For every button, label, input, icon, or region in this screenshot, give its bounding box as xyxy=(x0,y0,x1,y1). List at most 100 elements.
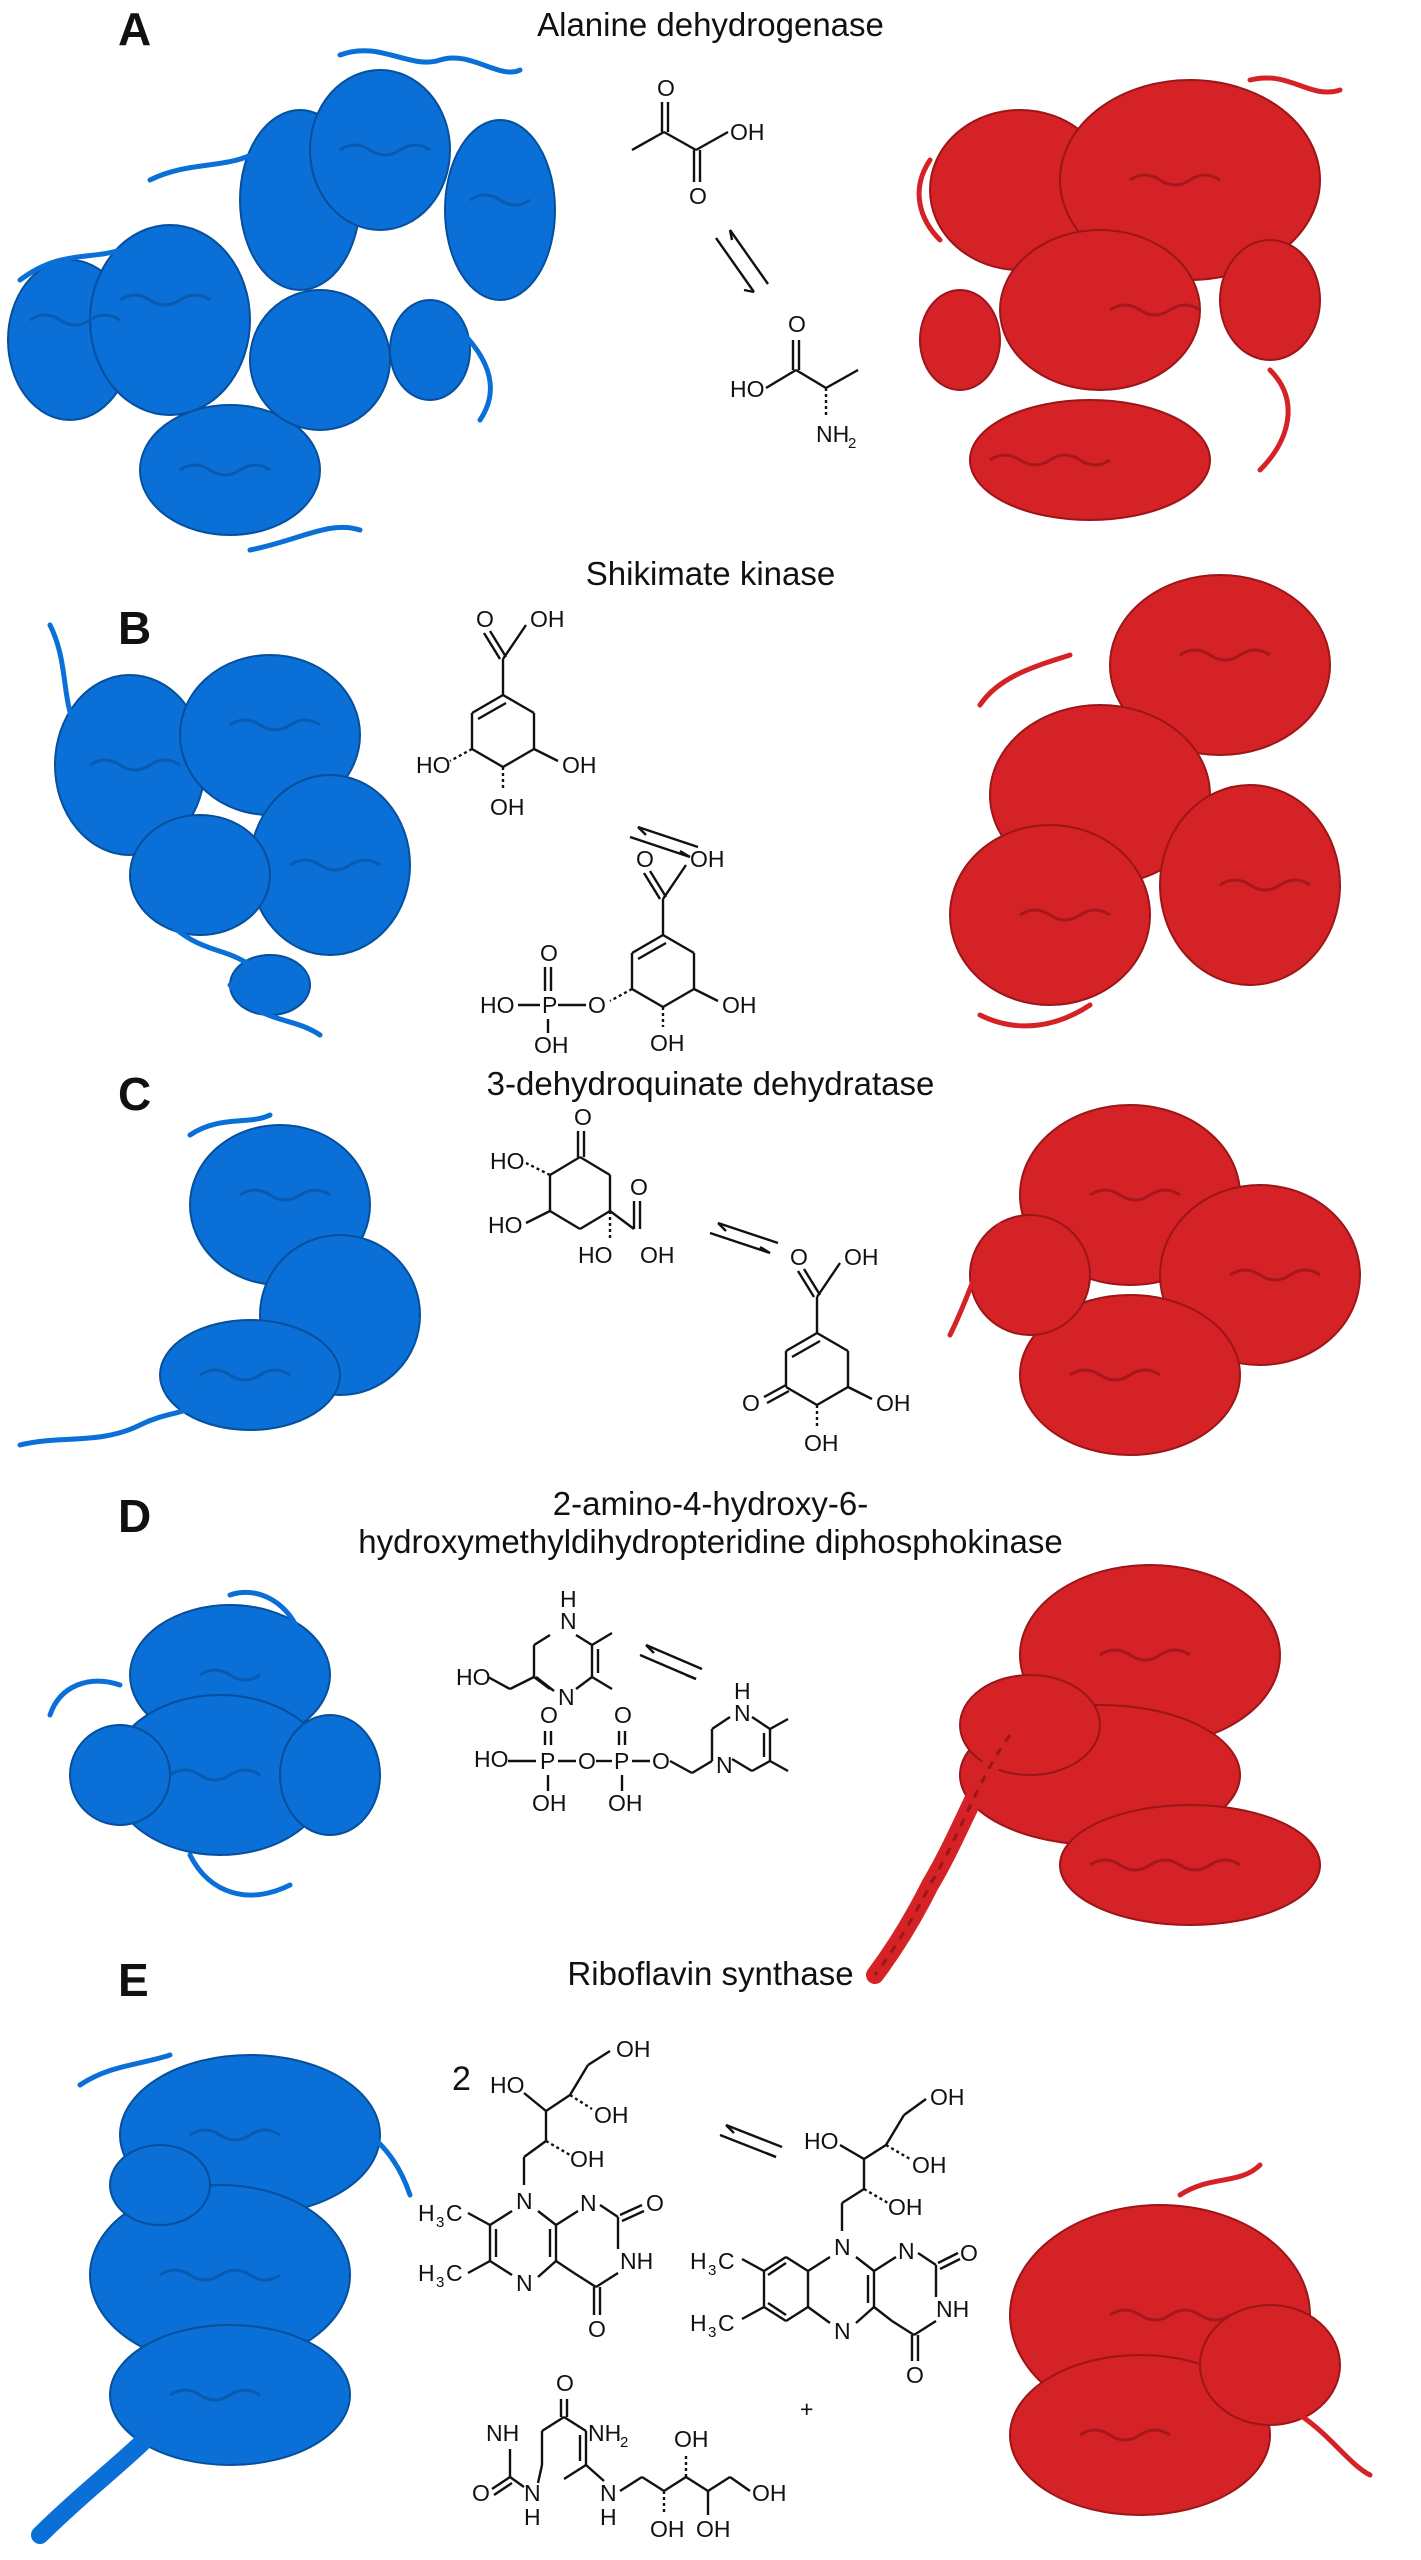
atom-label: OH xyxy=(722,992,757,1018)
atom-label: HO xyxy=(490,1148,525,1174)
panel-b: B Shikimate kinase O OH xyxy=(0,555,1421,1065)
atom-label: HO xyxy=(480,992,515,1018)
atom-label: O xyxy=(906,2362,924,2388)
atom-label: O xyxy=(646,2190,664,2216)
protein-structure-blue xyxy=(47,1589,381,1898)
atom-label: N xyxy=(524,2480,541,2506)
panel-d: D 2-amino-4-hydroxy-6- hydroxymethyldihy… xyxy=(0,1485,1421,1984)
protein-structure-red xyxy=(916,75,1343,521)
panel-a: A Alanine dehydrogenase xyxy=(0,0,1421,560)
atom-label: H xyxy=(418,2260,435,2286)
atom-label: O xyxy=(636,846,654,872)
panel-letter: A xyxy=(118,3,152,55)
atom-label: OH xyxy=(690,846,725,872)
atom-label: N xyxy=(516,2188,533,2214)
panel-title-text: Shikimate kinase xyxy=(585,555,836,592)
atom-label: OH xyxy=(888,2194,923,2220)
atom-label: C xyxy=(718,2248,735,2274)
atom-label: NH xyxy=(486,2420,519,2446)
atom-label: N xyxy=(516,2270,533,2296)
reaction-scheme-a: O O OH O HO NH 2 xyxy=(631,75,859,452)
atom-label: 2 xyxy=(848,435,856,452)
atom-label: OH xyxy=(534,1032,569,1058)
atom-label: H xyxy=(524,2504,541,2530)
atom-label: O xyxy=(689,183,707,209)
atom-label: O xyxy=(588,992,606,1018)
panel-title-line2: hydroxymethyldihydropteridine diphosphok… xyxy=(358,1523,1063,1560)
protein-structure-red xyxy=(947,1104,1361,1456)
atom-label: OH xyxy=(608,1790,643,1816)
atom-label: HO xyxy=(804,2128,839,2154)
atom-label: OH xyxy=(640,1242,675,1268)
reaction-scheme-d: H N N HO O O HO P O P O OH OH xyxy=(456,1586,789,1816)
panel-title-text: 3-dehydroquinate dehydratase xyxy=(486,1065,935,1102)
atom-label: O xyxy=(540,940,558,966)
atom-label: N xyxy=(734,1700,751,1726)
atom-label: O xyxy=(476,606,494,632)
panel-letter: C xyxy=(118,1068,152,1120)
panel-letter: B xyxy=(118,602,152,654)
panel-title-text: Alanine dehydrogenase xyxy=(537,6,884,43)
plus-sign: + xyxy=(800,2396,813,2422)
panel-e: E Riboflavin synthase 2 OH OH HO xyxy=(0,1945,1421,2560)
reaction-scheme-e: OH OH HO OH N N N O NH O H 3 xyxy=(418,2036,978,2542)
atom-label: OH xyxy=(490,794,525,820)
atom-label: 3 xyxy=(708,2324,716,2341)
atom-label: C xyxy=(446,2200,463,2226)
atom-label: OH xyxy=(594,2102,629,2128)
atom-label: OH xyxy=(532,1790,567,1816)
atom-label: O xyxy=(578,1748,596,1774)
atom-label: OH xyxy=(562,752,597,778)
protein-structure-blue xyxy=(31,2052,413,2544)
atom-label: N xyxy=(716,1752,733,1778)
panel-title-line1: 2-amino-4-hydroxy-6- xyxy=(552,1485,869,1522)
atom-label: NH xyxy=(936,2296,969,2322)
reaction-scheme-b: O OH HO OH OH O OH O P xyxy=(416,606,757,1058)
atom-label: O xyxy=(614,1702,632,1728)
atom-label: C xyxy=(446,2260,463,2286)
protein-structure-red xyxy=(1009,2162,1373,2516)
atom-label: N xyxy=(898,2238,915,2264)
atom-label: O xyxy=(574,1104,592,1130)
atom-label: OH xyxy=(530,606,565,632)
atom-label: OH xyxy=(912,2152,947,2178)
atom-label: H xyxy=(418,2200,435,2226)
atom-label: N xyxy=(834,2318,851,2344)
atom-label: OH xyxy=(650,1030,685,1056)
atom-label: H xyxy=(734,1678,751,1704)
atom-label: H xyxy=(560,1586,577,1612)
atom-label: 3 xyxy=(436,2274,444,2291)
panel-title: Alanine dehydrogenase xyxy=(0,6,1421,44)
atom-label: HO xyxy=(730,376,765,402)
protein-structure-blue xyxy=(7,48,556,553)
atom-label: H xyxy=(600,2504,617,2530)
atom-label: P xyxy=(540,1748,555,1774)
panel-c: C 3-dehydroquinate dehydratase xyxy=(0,1065,1421,1485)
atom-label: O xyxy=(652,1748,670,1774)
atom-label: 2 xyxy=(620,2434,628,2451)
atom-label: NH xyxy=(588,2420,621,2446)
panel-title: Shikimate kinase xyxy=(0,555,1421,593)
atom-label: O xyxy=(588,2316,606,2342)
atom-label: O xyxy=(960,2240,978,2266)
atom-label: O xyxy=(472,2480,490,2506)
panel-title-text: Riboflavin synthase xyxy=(567,1955,854,1992)
atom-label: N xyxy=(560,1608,577,1634)
protein-structure-red xyxy=(949,574,1341,1029)
atom-label: P xyxy=(542,992,557,1018)
atom-label: O xyxy=(556,2370,574,2396)
atom-label: O xyxy=(790,1244,808,1270)
panel-letter: D xyxy=(118,1490,152,1542)
panel-title: 2-amino-4-hydroxy-6- hydroxymethyldihydr… xyxy=(0,1485,1421,1561)
atom-label: N xyxy=(834,2234,851,2260)
atom-label: N xyxy=(580,2190,597,2216)
protein-structure-blue xyxy=(47,622,411,1038)
atom-label: HO xyxy=(578,1242,613,1268)
atom-label: O xyxy=(540,1702,558,1728)
atom-label: OH xyxy=(752,2480,787,2506)
atom-label: O xyxy=(657,75,675,101)
atom-label: OH xyxy=(616,2036,651,2062)
atom-label: H xyxy=(690,2310,707,2336)
atom-label: OH xyxy=(650,2516,685,2542)
atom-label: HO xyxy=(456,1664,491,1690)
